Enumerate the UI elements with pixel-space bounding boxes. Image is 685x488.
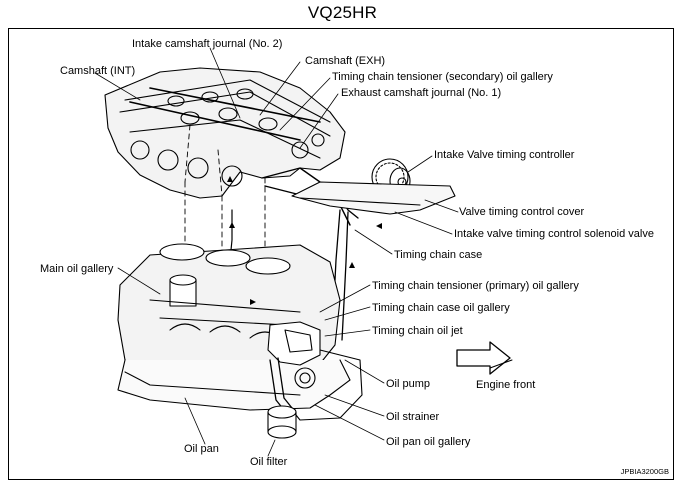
oil-pan-illustration <box>117 349 363 421</box>
figure-code: JPBIA3200GB <box>620 467 669 476</box>
label-oil-pan-oil-gallery: Oil pan oil gallery <box>386 436 471 448</box>
label-engine-front: Engine front <box>476 379 536 391</box>
label-tensioner-secondary-gallery: Timing chain tensioner (secondary) oil g… <box>332 71 553 83</box>
engine-front-arrow <box>456 341 511 375</box>
diagram-frame <box>8 28 674 480</box>
label-oil-strainer: Oil strainer <box>386 411 440 423</box>
label-chain-case-oil-gallery: Timing chain case oil gallery <box>372 302 510 314</box>
label-tensioner-primary-gallery: Timing chain tensioner (primary) oil gal… <box>372 280 579 292</box>
label-main-oil-gallery: Main oil gallery <box>40 263 114 275</box>
label-timing-chain-case: Timing chain case <box>394 249 483 261</box>
diagram-title: VQ25HR <box>307 3 378 22</box>
label-intake-valve-timing-controller: Intake Valve timing controller <box>434 149 575 161</box>
label-camshaft-int: Camshaft (INT) <box>60 65 136 77</box>
label-valve-timing-control-cover: Valve timing control cover <box>459 206 585 218</box>
label-oil-pan: Oil pan <box>184 443 219 455</box>
label-intake-vtc-solenoid-valve: Intake valve timing control solenoid val… <box>454 228 654 240</box>
label-timing-chain-oil-jet: Timing chain oil jet <box>372 325 463 337</box>
label-exhaust-camshaft-journal-no1: Exhaust camshaft journal (No. 1) <box>341 87 502 99</box>
label-oil-pump: Oil pump <box>386 378 431 390</box>
cylinder-head-assembly <box>104 67 346 199</box>
label-camshaft-exh: Camshaft (EXH) <box>305 55 386 67</box>
label-intake-camshaft-journal-no2: Intake camshaft journal (No. 2) <box>132 38 283 50</box>
label-oil-filter: Oil filter <box>250 456 288 468</box>
oil-pump-assembly <box>267 321 321 389</box>
oil-filter-illustration <box>267 405 297 439</box>
